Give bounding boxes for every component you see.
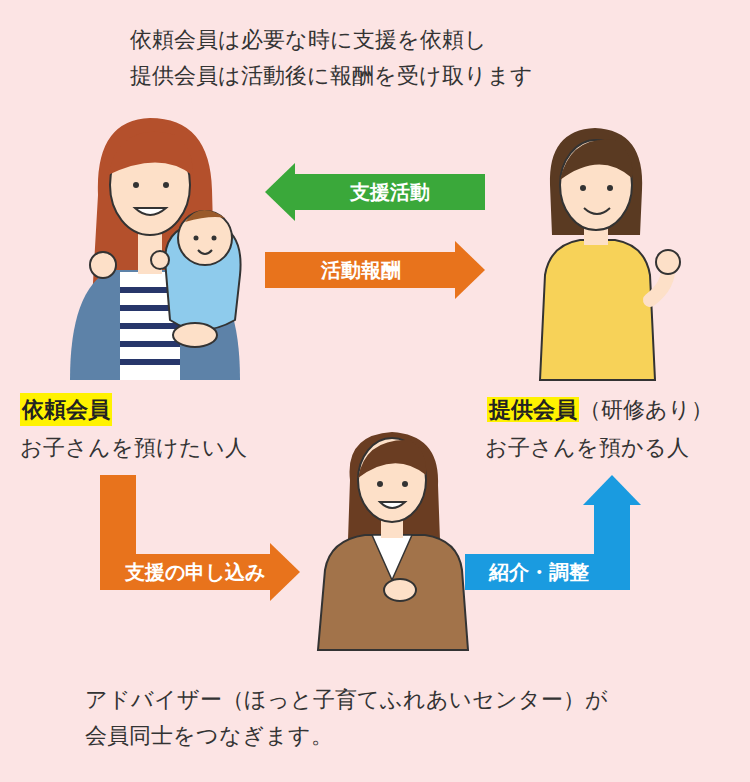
arrow-head (583, 475, 641, 505)
member-description: お子さんを預けたい人 (20, 431, 247, 464)
member-node: アドバイザー（ほっと子育てふれあいセンター）が 会員同士をつなぎます。 (300, 440, 465, 650)
block-arrow (118, 475, 300, 601)
member-node: 提供会員（研修あり） お子さんを預かる人 (485, 125, 740, 475)
arrow-shaft (294, 174, 485, 210)
arrow-label: 紹介・調整 (489, 562, 589, 582)
mother-figure (70, 118, 241, 380)
member-note: （研修あり） (579, 397, 713, 422)
block-arrow (465, 475, 641, 572)
arrow-shaft (265, 252, 456, 288)
arrow-label: 支援の申し込み (125, 562, 265, 582)
arrow-label: 支援活動 (350, 182, 430, 202)
arrow-head (265, 163, 295, 221)
arrow-head (455, 241, 485, 299)
block-arrow (265, 163, 485, 221)
advisor-figure (318, 432, 468, 650)
member-heading: 提供会員 (487, 397, 579, 422)
heading-line: 提供会員（研修あり） (487, 393, 713, 426)
arrow-head (270, 543, 300, 601)
advisor-caption: アドバイザー（ほっと子育てふれあいセンター）が 会員同士をつなぎます。 (85, 682, 685, 754)
arrow-label: 活動報酬 (321, 260, 401, 280)
arrow-shaft (118, 475, 271, 572)
block-arrow (265, 241, 485, 299)
member-heading: 依頼会員 (20, 393, 112, 426)
member-node: 依頼会員お子さんを預けたい人 (20, 125, 265, 475)
title: 依頼会員は必要な時に支援を依頼し 提供会員は活動後に報酬を受け取ります (130, 22, 610, 94)
member-description: お子さんを預かる人 (485, 431, 689, 464)
provider-figure (540, 128, 680, 380)
